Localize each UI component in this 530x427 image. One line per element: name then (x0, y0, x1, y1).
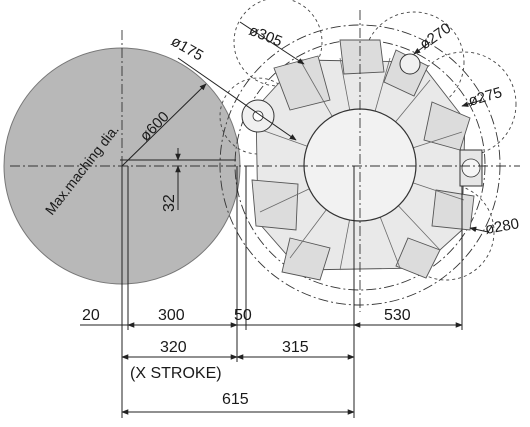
dia-275-label: ø275 (466, 84, 504, 110)
dim-320-label: 320 (160, 339, 187, 356)
dim-530-label: 530 (384, 307, 411, 324)
dim-50-label: 50 (234, 307, 252, 324)
tool-holders (251, 39, 475, 281)
dim-32-label: 32 (161, 194, 178, 212)
dim-315-label: 315 (282, 339, 309, 356)
dim-300-label: 300 (158, 307, 185, 324)
leaders (121, 21, 489, 233)
x-stroke-label: (X STROKE) (130, 365, 222, 382)
dim-20-label: 20 (82, 307, 100, 324)
extension-lines (121, 166, 463, 418)
tool-tip-top (399, 53, 421, 75)
dim-615-label: 615 (222, 391, 249, 408)
dia-270-label: ø270 (417, 20, 455, 54)
dimension-lines (80, 322, 463, 415)
turret-body (241, 39, 483, 281)
dia-280-label: ø280 (484, 215, 521, 238)
dia-305-label: ø305 (247, 22, 285, 51)
